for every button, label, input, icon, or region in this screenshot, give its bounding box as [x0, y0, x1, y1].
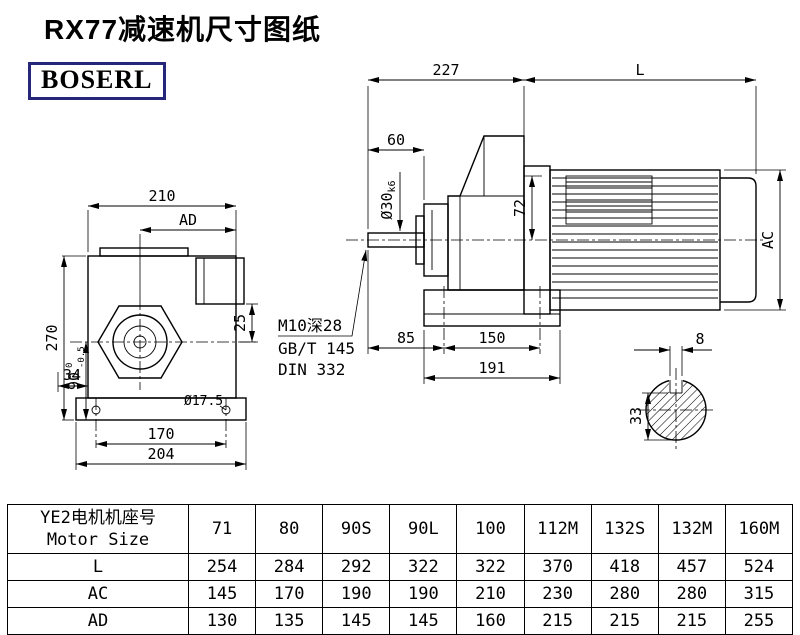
dim-150-label: 150 — [478, 329, 505, 347]
table-cell: 280 — [590, 580, 659, 608]
dim-90-tolerance-label: 90 0 -0.5 — [65, 346, 87, 390]
table-cell: 190 — [322, 580, 391, 608]
dim-AD-label: AD — [179, 211, 197, 229]
size-col-header: 132S — [590, 504, 659, 554]
table-cell: 215 — [523, 607, 592, 635]
front-view-extension-lines — [57, 210, 258, 470]
table-cell: 210 — [456, 580, 525, 608]
table-cell: 370 — [523, 553, 592, 581]
dim-204-label: 204 — [147, 445, 174, 463]
table-cell: 190 — [389, 580, 458, 608]
dim-270-label: 270 — [43, 324, 61, 351]
hole-leader-line — [219, 405, 227, 411]
row-label: L — [7, 553, 189, 581]
dim-33-label: 33 — [627, 407, 645, 425]
table-cell: 170 — [255, 580, 324, 608]
table-cell: 292 — [322, 553, 391, 581]
table-cell: 322 — [456, 553, 525, 581]
dim-AC-label: AC — [759, 231, 777, 249]
table-cell: 315 — [724, 580, 794, 608]
dim-d30-fit: k6 — [387, 180, 398, 192]
table-cell: 457 — [657, 553, 726, 581]
row-label: AD — [7, 607, 189, 635]
table-cell: 255 — [724, 607, 794, 635]
table-cell: 145 — [322, 607, 391, 635]
table-header-row: YE2电机机座号 Motor Size 71 80 90S 90L 100 11… — [7, 504, 794, 554]
dim-90-lower-tol: -0.5 — [77, 346, 87, 368]
drawing-area: 227 L 60 Ø30k6 72 AC 85 150 191 M10深28 G… — [28, 14, 786, 470]
side-view-dimension-lines — [278, 77, 783, 381]
technical-drawing: 227 L 60 Ø30k6 72 AC 85 150 191 M10深28 G… — [43, 61, 786, 470]
table-cell: 135 — [255, 607, 324, 635]
table-cell: 215 — [657, 607, 726, 635]
dim-191-label: 191 — [478, 359, 505, 377]
boserl-logo: BOSERL — [28, 62, 166, 100]
table-cell: 230 — [523, 580, 592, 608]
dim-d30: Ø30 — [378, 192, 396, 219]
detail-dimension-lines — [634, 347, 712, 440]
table-cell: 284 — [255, 553, 324, 581]
shaft-keyway-detail: 8 33 — [627, 330, 714, 452]
gb-standard-note: GB/T 145 — [278, 339, 355, 358]
table-cell: 524 — [724, 553, 794, 581]
table-cell: 322 — [389, 553, 458, 581]
thread-note: M10深28 — [278, 316, 342, 335]
table-cell: 145 — [187, 580, 257, 608]
table-row-L: L 254 284 292 322 322 370 418 457 524 — [7, 553, 794, 581]
motor-dimension-table: YE2电机机座号 Motor Size 71 80 90S 90L 100 11… — [7, 504, 794, 635]
table-row-AD: AD 130 135 145 145 160 215 215 215 255 — [7, 607, 794, 635]
size-col-header: 71 — [187, 504, 257, 554]
page-title: RX77减速机尺寸图纸 — [44, 14, 322, 45]
table-cell: 418 — [590, 553, 659, 581]
dim-L-label: L — [635, 61, 644, 79]
dim-25-label: 25 — [231, 314, 249, 332]
table-cell: 145 — [389, 607, 458, 635]
size-col-header: 80 — [255, 504, 324, 554]
side-view: 227 L 60 Ø30k6 72 AC 85 150 191 M10深28 G… — [278, 61, 786, 384]
dim-85-label: 85 — [397, 329, 415, 347]
dim-170-label: 170 — [147, 425, 174, 443]
size-col-header: 132M — [657, 504, 726, 554]
table-cell: 254 — [187, 553, 257, 581]
dim-90-upper-tol: 0 — [65, 363, 75, 368]
size-col-header: 90S — [322, 504, 391, 554]
fan-cowl — [720, 177, 757, 303]
front-view-dimension-lines — [58, 203, 255, 467]
table-cell: 130 — [187, 607, 257, 635]
table-cell: 160 — [456, 607, 525, 635]
size-col-header: 112M — [523, 504, 592, 554]
size-col-header: 90L — [389, 504, 458, 554]
housing-top-rib — [99, 247, 189, 257]
mounting-base — [423, 289, 561, 327]
table-cell: 215 — [590, 607, 659, 635]
table-cell: 280 — [657, 580, 726, 608]
motor-fins — [552, 177, 718, 299]
output-cover-box — [195, 257, 245, 305]
side-view-extension-lines — [367, 86, 786, 384]
dim-210-label: 210 — [148, 187, 175, 205]
dim-72-label: 72 — [511, 199, 529, 217]
motor-size-label-en: Motor Size — [46, 530, 150, 550]
table-row-AC: AC 145 170 190 190 210 230 280 280 315 — [7, 580, 794, 608]
dim-34-label: 34 — [63, 366, 81, 384]
dim-90: 90 — [65, 372, 83, 390]
front-mounting-feet — [75, 397, 247, 421]
din-standard-note: DIN 332 — [278, 360, 345, 379]
dim-shaft-diameter-label: Ø30k6 — [378, 180, 398, 219]
size-col-header: 160M — [724, 504, 794, 554]
row-label: AC — [7, 580, 189, 608]
dim-foot-hole-label: Ø17.5 — [184, 394, 223, 409]
dim-227-label: 227 — [432, 61, 459, 79]
dim-8-label: 8 — [695, 330, 704, 348]
motor-body — [549, 169, 721, 311]
motor-size-label-cn: YE2电机机座号 — [40, 508, 156, 528]
motor-size-header: YE2电机机座号 Motor Size — [7, 504, 189, 554]
front-view: 210 AD 270 90 0 -0.5 34 25 Ø17.5 170 204 — [43, 187, 258, 470]
dim-60-label: 60 — [387, 131, 405, 149]
size-col-header: 100 — [456, 504, 525, 554]
thread-leader-line — [278, 249, 368, 337]
